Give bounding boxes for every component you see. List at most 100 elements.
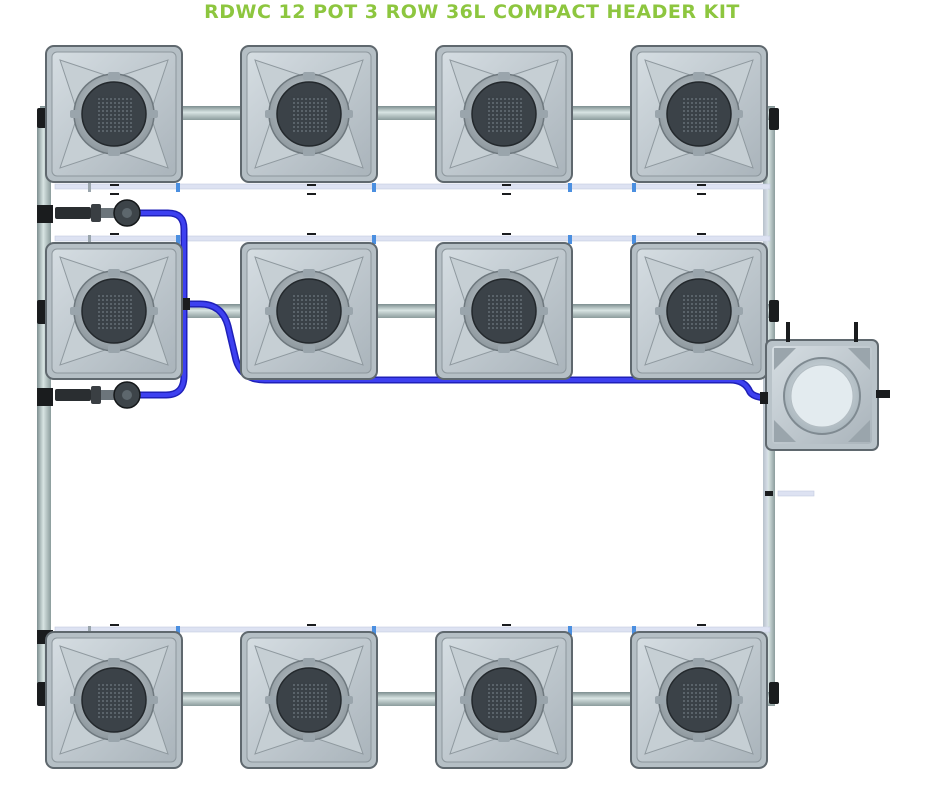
rim-tab [731,110,743,118]
net-basket-mesh [291,96,327,132]
clip [307,184,316,186]
net-basket-mesh [291,293,327,329]
clip [697,193,706,195]
blue-fitting [176,235,180,244]
rim-tab [498,148,510,156]
header-tank-corner-rib [848,420,870,442]
clip [502,233,511,235]
clip [502,193,511,195]
rim-tab [536,696,548,704]
rim-tab [265,110,277,118]
rim-tab [303,148,315,156]
elbow-fitting [37,388,53,406]
header-tank-corner-rib [774,420,796,442]
pump-coupling [101,390,115,400]
blue-fitting [568,235,572,244]
rim-tab [265,696,277,704]
drip-line [54,626,771,633]
rim-tab [108,734,120,742]
pump-icon [55,207,91,219]
pump-collar [91,386,101,404]
rim-tab [108,148,120,156]
rim-tab [303,72,315,80]
grow-pot-r3-c4 [630,631,768,769]
net-basket-mesh [96,293,132,329]
end-cap [769,682,779,704]
blue-fitting [176,183,180,192]
clip [502,624,511,626]
clip [110,184,119,186]
rim-tab [498,734,510,742]
rim-tab [693,148,705,156]
net-basket-mesh [486,96,522,132]
rim-tab [731,307,743,315]
rim-tab [108,269,120,277]
clip [697,233,706,235]
blue-fittings [88,183,636,635]
net-basket-mesh [681,96,717,132]
rim-tab [693,345,705,353]
pump-1 [55,199,141,227]
header-tank-inlet [760,392,768,404]
net-basket-mesh [486,293,522,329]
drip-line [54,235,771,242]
clip [110,624,119,626]
rim-tab [498,72,510,80]
net-basket-mesh [291,682,327,718]
grow-pot-r3-c2 [240,631,378,769]
rim-tab [303,269,315,277]
grow-pot-r3-c3 [435,631,573,769]
rim-tab [693,269,705,277]
grey-fitting [88,626,91,635]
grow-pot-r2-c2 [240,242,378,380]
blue-fitting [372,235,376,244]
rim-tab [731,696,743,704]
blue-fitting [568,626,572,635]
grey-fitting [88,183,91,192]
net-basket-mesh [486,682,522,718]
rim-tab [460,696,472,704]
end-cap [37,300,47,324]
grow-pot-r2-c4 [630,242,768,380]
hose-tee-fitting [180,298,190,310]
rim-tab [693,72,705,80]
rim-tab [460,110,472,118]
clip [307,193,316,195]
rim-tab [303,658,315,666]
pipe-network [37,106,779,706]
end-cap [37,108,47,128]
clip [110,193,119,195]
grow-pot-r1-c3 [435,45,573,183]
grow-pot-r1-c2 [240,45,378,183]
rim-tab [655,110,667,118]
rim-tab [460,307,472,315]
rim-tab [341,110,353,118]
net-basket-mesh [96,96,132,132]
pump-2 [55,381,141,409]
clip [307,624,316,626]
rim-tab [341,696,353,704]
rim-tab [693,734,705,742]
row-1-connecting-pipe [40,106,775,120]
header-tank-post [786,322,790,342]
grow-pot-r1-c1 [45,45,183,183]
blue-fitting [632,626,636,635]
clip [697,184,706,186]
grow-pot-r3-c1 [45,631,183,769]
clip [502,184,511,186]
blue-fitting [372,626,376,635]
rim-tab [108,72,120,80]
rim-tab [498,658,510,666]
rim-tab [498,269,510,277]
blue-fitting [632,183,636,192]
header-tank-lid-inner [790,364,854,428]
header-tank-corner-rib [774,348,796,370]
elbow-fitting [37,205,53,223]
row-3-connecting-pipe [40,692,775,706]
blue-fitting [568,183,572,192]
rim-tab [108,658,120,666]
net-basket-mesh [681,682,717,718]
rim-tab [536,307,548,315]
pump-hub [122,390,132,400]
